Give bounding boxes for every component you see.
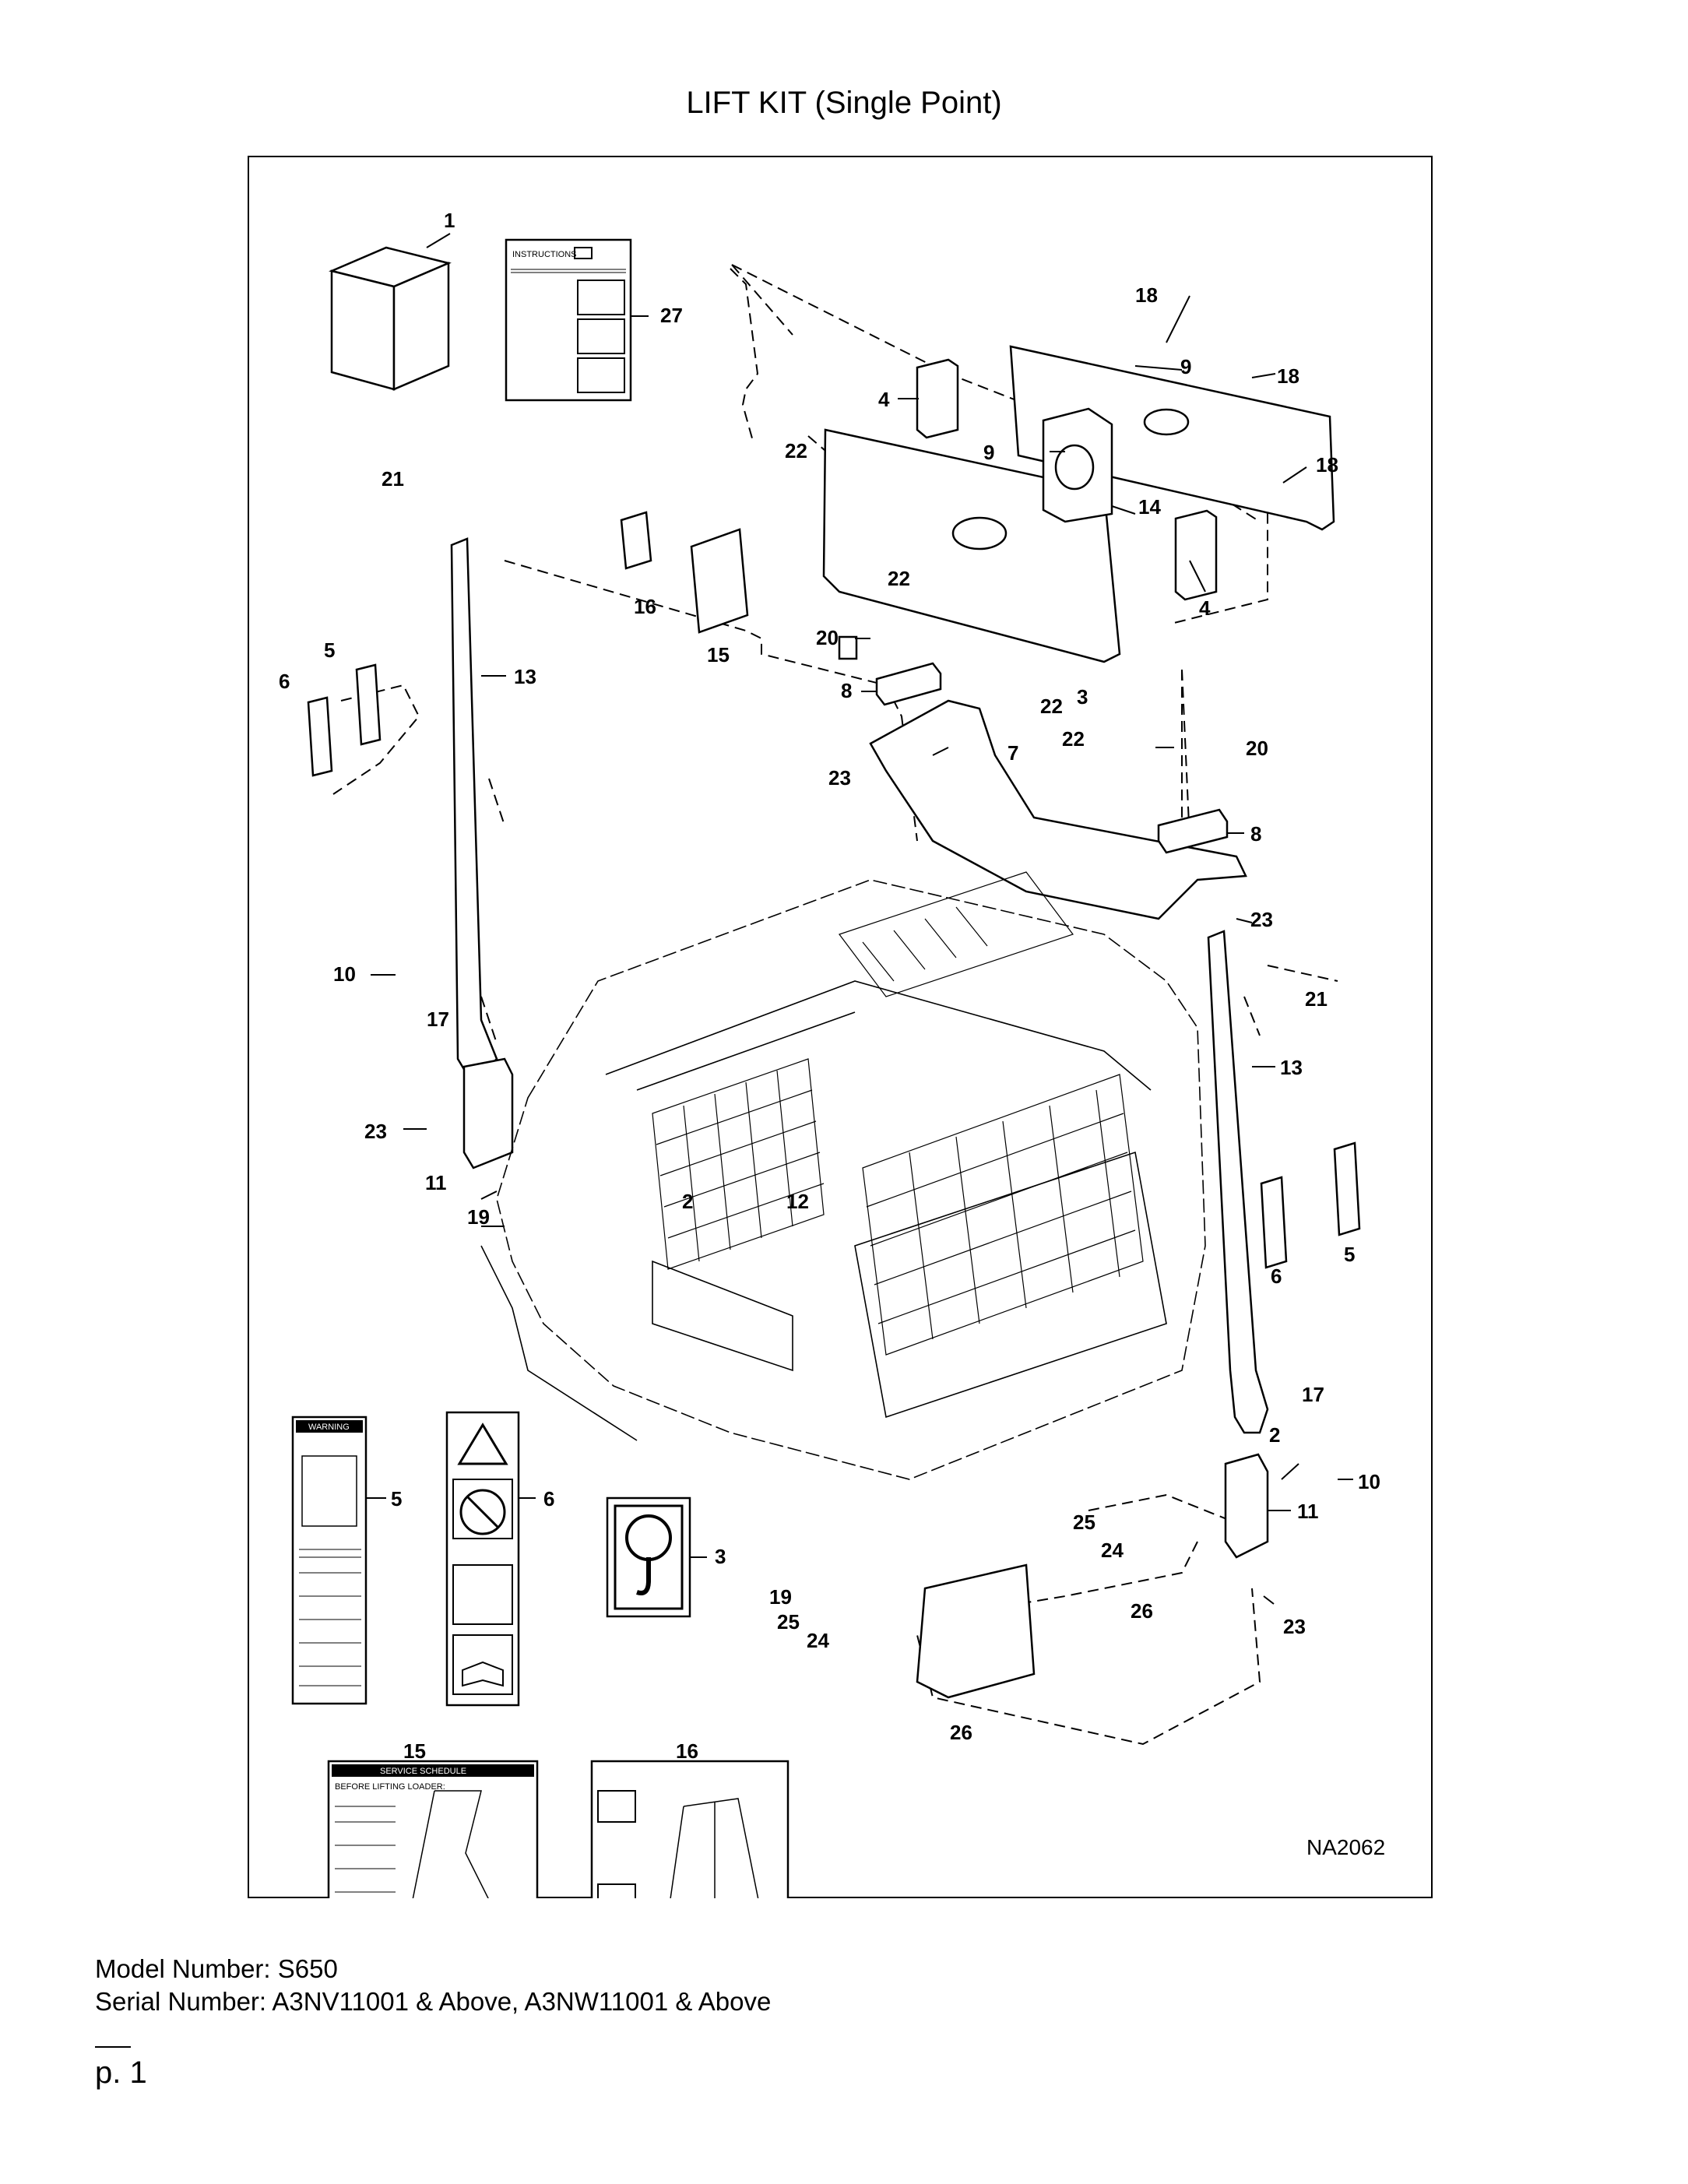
page-title: LIFT KIT (Single Point) — [686, 86, 1002, 120]
decal-15-service-schedule: SERVICE SCHEDULE BEFORE LIFTING LOADER: — [327, 1760, 539, 1898]
callout-17-right: 17 — [1302, 1383, 1324, 1406]
anchor-bracket-part-right — [1224, 1453, 1269, 1559]
callout-13-left: 13 — [514, 665, 536, 688]
callout-10-right: 10 — [1358, 1470, 1380, 1493]
callout-25-bottom: 25 — [777, 1610, 800, 1634]
callout-23-left: 23 — [364, 1120, 387, 1143]
callout-1: 1 — [444, 209, 455, 232]
callout-2-right: 2 — [1269, 1423, 1280, 1447]
callout-8-left: 8 — [841, 679, 852, 702]
callout-5-left: 5 — [324, 638, 335, 662]
callout-26-bottom: 26 — [950, 1721, 972, 1744]
callout-11-right: 11 — [1297, 1500, 1319, 1523]
serial-number: Serial Number: A3NV11001 & Above, A3NW11… — [95, 1987, 772, 2016]
callout-leaders — [366, 233, 1353, 1605]
decal-16-part — [620, 511, 652, 570]
instructions-label: INSTRUCTIONS — [512, 250, 577, 259]
lift-arm-part-right — [1207, 930, 1269, 1434]
model-number: Model Number: S650 — [95, 1954, 338, 1983]
callout-24-bottom: 24 — [807, 1629, 829, 1652]
callout-24-right: 24 — [1101, 1539, 1124, 1562]
callout-15: 15 — [707, 643, 730, 666]
service-schedule-line: BEFORE LIFTING LOADER: — [335, 1782, 445, 1792]
page-divider — [95, 2046, 131, 2048]
spacer-block-part-right — [1174, 509, 1218, 601]
decal-16-lift-diagram — [590, 1760, 789, 1898]
callout-5-decal: 5 — [391, 1487, 402, 1511]
rear-mount-area — [916, 1563, 1036, 1699]
callout-23-top: 23 — [828, 766, 851, 790]
callout-16-decal: 16 — [676, 1739, 698, 1763]
callout-6-right: 6 — [1271, 1264, 1282, 1288]
service-schedule-header: SERVICE SCHEDULE — [380, 1767, 466, 1776]
callout-22-c: 22 — [1040, 695, 1063, 718]
callout-18-a: 18 — [1135, 283, 1158, 307]
callout-6-decal: 6 — [543, 1487, 554, 1511]
callout-21-left: 21 — [382, 467, 404, 491]
callout-23-bottom: 23 — [1283, 1615, 1306, 1638]
callout-15-decal: 15 — [403, 1739, 426, 1763]
spacer-block-part-left — [916, 358, 959, 439]
decal-6-part-right — [1260, 1176, 1288, 1269]
callout-9-front: 9 — [983, 441, 994, 464]
lift-arm-part-left — [450, 537, 498, 1076]
callout-16: 16 — [634, 595, 656, 618]
callout-8-right: 8 — [1250, 822, 1261, 846]
pivot-block-part — [1042, 407, 1113, 523]
page-number: p. 1 — [95, 2056, 147, 2090]
callout-19-left: 19 — [467, 1205, 490, 1229]
callout-22-d: 22 — [1062, 727, 1085, 751]
callout-23-right: 23 — [1250, 908, 1273, 931]
decal-15-part — [690, 528, 749, 634]
kit-box-part — [329, 246, 452, 391]
callout-19-bottom: 19 — [769, 1585, 792, 1609]
drawing-id: NA2062 — [1306, 1835, 1385, 1859]
callout-numbers: 1 2 2 3 3 4 4 5 5 5 6 6 6 7 8 8 9 9 10 1… — [279, 209, 1380, 1763]
callout-4-right: 4 — [1199, 596, 1211, 620]
callout-18-c: 18 — [1316, 453, 1338, 477]
instructions-sheet-part: INSTRUCTIONS — [505, 238, 632, 402]
clip-part-right — [1157, 808, 1229, 854]
decal-5-warning: WARNING — [291, 1416, 367, 1705]
callout-17-left: 17 — [427, 1008, 449, 1031]
rear-mount-plate-part — [1009, 345, 1335, 531]
lift-bracket-part — [869, 699, 1247, 920]
decal-3-lift-point — [606, 1496, 691, 1618]
callout-12: 12 — [786, 1190, 809, 1213]
callout-27: 27 — [660, 304, 683, 327]
callout-10-left: 10 — [333, 962, 356, 986]
callout-21-right: 21 — [1305, 987, 1328, 1011]
loader-cab-outline — [480, 879, 1206, 1480]
decal-5-part-right — [1333, 1141, 1361, 1236]
callout-4-left: 4 — [878, 388, 890, 411]
callout-11-left: 11 — [425, 1171, 447, 1194]
callout-22-a: 22 — [785, 439, 807, 462]
callout-9-rear: 9 — [1180, 355, 1191, 378]
callout-3-top: 3 — [1077, 685, 1088, 709]
callout-20-right: 20 — [1246, 737, 1268, 760]
callout-5-right: 5 — [1344, 1243, 1355, 1266]
cab-grille-pattern — [652, 871, 1144, 1356]
decal-5-part-left — [355, 663, 382, 746]
callout-2-left: 2 — [682, 1190, 693, 1213]
callout-25-right: 25 — [1073, 1511, 1095, 1534]
exploded-parts-diagram: INSTRUCTIONS — [279, 209, 1385, 1898]
callout-26-right: 26 — [1131, 1599, 1153, 1623]
clip-part-left — [875, 662, 942, 706]
warning-header: WARNING — [308, 1423, 350, 1432]
callout-7: 7 — [1008, 741, 1018, 765]
callout-18-b: 18 — [1277, 364, 1299, 388]
decal-6-part-left — [307, 696, 333, 777]
callout-3-decal: 3 — [715, 1545, 726, 1568]
decal-6-safety — [445, 1411, 520, 1707]
callout-14: 14 — [1138, 495, 1161, 519]
callout-22-b: 22 — [888, 567, 910, 590]
callout-6-left: 6 — [279, 670, 290, 693]
callout-20-left: 20 — [816, 626, 839, 649]
decal-3-part — [838, 635, 858, 660]
callout-13-right: 13 — [1280, 1056, 1303, 1079]
anchor-bracket-part-left — [462, 1057, 514, 1169]
diagram-frame — [248, 156, 1433, 1898]
